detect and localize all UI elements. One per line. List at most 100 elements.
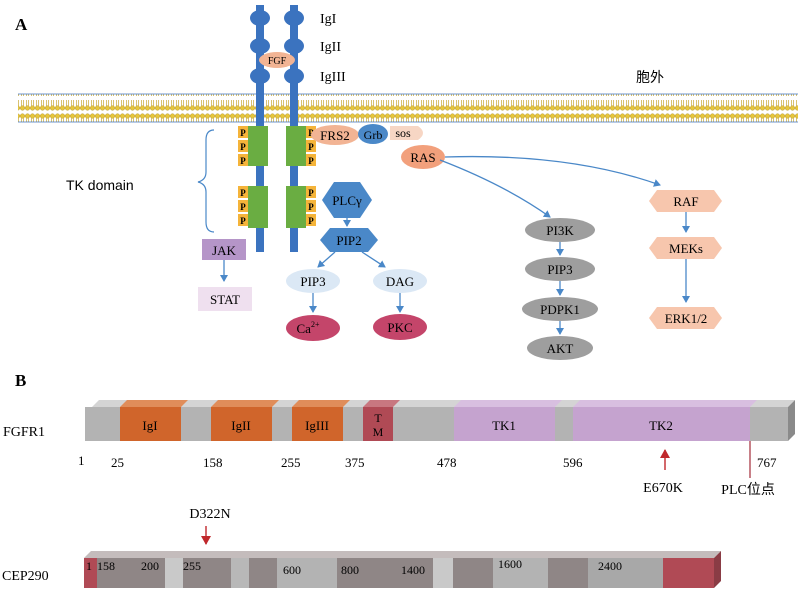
dag-label: DAG xyxy=(386,274,414,289)
igII-domain-left xyxy=(250,38,270,54)
pip2-to-dag-arrow xyxy=(361,251,386,268)
pkc-node xyxy=(373,314,427,340)
pip3-node xyxy=(525,257,595,281)
cep290-seg-e xyxy=(453,558,493,588)
cep290-bar-side xyxy=(714,551,721,588)
dag-node xyxy=(373,269,427,293)
fgfr1-pos-596: 596 xyxy=(563,455,583,470)
tk1-block-top xyxy=(454,400,562,407)
igIII-domain-left xyxy=(250,68,270,84)
phospho-site-left-5 xyxy=(238,200,248,212)
igII-label: IgII xyxy=(320,40,341,55)
fgfr1-pos-255: 255 xyxy=(281,455,301,470)
sos-label: sos xyxy=(395,126,411,140)
tk-block-right-lower xyxy=(286,186,306,228)
phospho-site-left-4 xyxy=(238,186,248,198)
cep290-seg-a xyxy=(97,558,165,588)
tm-block xyxy=(363,407,393,441)
raf-node xyxy=(649,190,722,212)
cep290-label: CEP290 xyxy=(2,569,49,584)
igI-block-top xyxy=(120,400,188,407)
tk2-block xyxy=(573,407,750,441)
pip2-to-pip3-arrow xyxy=(317,251,336,268)
domain-igIII-label: IgIII xyxy=(305,418,329,433)
cep290-seg-end xyxy=(663,558,714,588)
igII-domain-right xyxy=(284,38,304,54)
cep290-seg-d xyxy=(337,558,433,588)
ras-label: RAS xyxy=(410,150,435,165)
fgfr1-pos-158: 158 xyxy=(203,455,223,470)
ras-node xyxy=(401,145,445,169)
igII-block xyxy=(211,407,272,441)
pip3-label: PIP3 xyxy=(547,262,572,277)
d322n-label: D322N xyxy=(189,507,230,522)
tk-block-right-upper xyxy=(286,126,306,166)
cep290-seg-start xyxy=(84,558,97,588)
pi3k-label: PI3K xyxy=(546,223,574,238)
stat-label: STAT xyxy=(210,292,240,307)
phospho-label-right-6: P xyxy=(308,216,314,226)
phospho-label-right-3: P xyxy=(308,156,314,166)
domain-igI-label: IgI xyxy=(142,418,157,433)
cep290-seg-light-1 xyxy=(165,558,183,588)
phospho-site-left-3 xyxy=(238,154,248,166)
plc-gamma-node xyxy=(322,182,372,218)
panel-a-label: A xyxy=(15,15,28,34)
plc-gamma-label: PLCγ xyxy=(332,193,362,208)
erk-label: ERK1/2 xyxy=(665,311,708,326)
fgfr1-pos-478: 478 xyxy=(437,455,457,470)
grb-label: Grb xyxy=(364,128,383,142)
pdpk1-label: PDPK1 xyxy=(540,302,580,317)
domain-t-label: T xyxy=(374,411,382,425)
igIII-label: IgIII xyxy=(320,70,346,85)
cep290-pos-2400: 2400 xyxy=(598,559,622,573)
cep290-pos-255: 255 xyxy=(183,559,201,573)
phospho-site-left-2 xyxy=(238,140,248,152)
plc-site-label: PLC位点 xyxy=(721,482,775,498)
cep290-seg-b xyxy=(183,558,231,588)
phospho-label-left-1: P xyxy=(240,128,246,138)
cell-membrane xyxy=(18,94,798,122)
pip3-plc-label: PIP3 xyxy=(300,274,325,289)
phospho-label-right-2: P xyxy=(308,142,314,152)
cep290-seg-light-4 xyxy=(433,558,453,588)
tk-domain-bracket xyxy=(197,129,215,233)
panel-b-label: B xyxy=(15,371,26,390)
calcium-charge: 2+ xyxy=(311,320,320,329)
e670k-label: E670K xyxy=(643,481,683,496)
domain-m-label: M xyxy=(373,425,384,439)
phospho-site-right-3 xyxy=(306,154,316,166)
phospho-site-right-4 xyxy=(306,186,316,198)
akt-label: AKT xyxy=(547,341,574,356)
phospho-label-right-5: P xyxy=(308,202,314,212)
igI-label: IgI xyxy=(320,12,337,27)
jak-node xyxy=(202,239,246,260)
ras-to-pi3k-arrow xyxy=(439,159,551,218)
erk-node xyxy=(649,307,722,329)
tk1-block xyxy=(454,407,555,441)
phospho-site-right-1 xyxy=(306,126,316,138)
cep290-seg-light-6 xyxy=(588,558,663,588)
phospho-site-right-6 xyxy=(306,214,316,226)
pkc-label: PKC xyxy=(387,320,412,335)
igI-domain-left xyxy=(250,10,270,26)
phospho-site-right-2 xyxy=(306,140,316,152)
fgf-label: FGF xyxy=(268,56,287,67)
fgfr1-bar-side xyxy=(788,400,795,441)
sos-node xyxy=(390,126,423,140)
phospho-label-left-3: P xyxy=(240,156,246,166)
cep290-seg-light-5 xyxy=(493,558,548,588)
cep290-seg-f xyxy=(548,558,588,588)
cep290-bar xyxy=(84,551,721,588)
calcium-node xyxy=(286,315,340,341)
frs2-node xyxy=(311,125,359,145)
pi3k-node xyxy=(525,218,595,242)
grb-node xyxy=(358,124,388,144)
fgfr1-label: FGFR1 xyxy=(3,425,45,440)
cep290-pos-600: 600 xyxy=(283,563,301,577)
phospho-label-left-6: P xyxy=(240,216,246,226)
cep290-seg-c xyxy=(249,558,277,588)
fgf-ligand xyxy=(259,52,295,68)
tk-domain-label: TK domain xyxy=(66,177,134,193)
